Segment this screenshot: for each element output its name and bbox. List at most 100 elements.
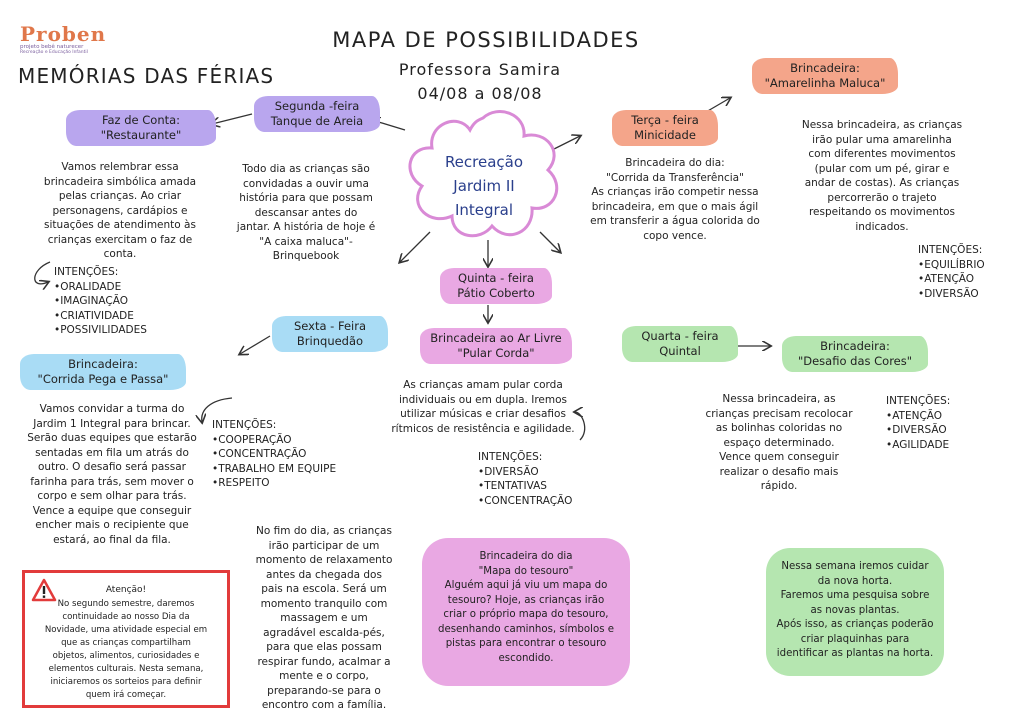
attention-box: Atenção! No segundo semestre, daremos co…	[22, 570, 230, 708]
text-line: respirar fundo, acalmar a	[257, 655, 391, 668]
pega-passa-intentions: INTENÇÕES: •COOPERAÇÃO •CONCENTRAÇÃO •TR…	[212, 418, 342, 491]
text-line: utilizar músicas e criar desafios	[400, 408, 566, 420]
intention-item: •ATENÇÃO	[918, 273, 975, 285]
text-line: irão pular uma amarelinha	[812, 133, 952, 146]
text-line: encontro com a família.	[261, 699, 387, 711]
thursday-place: Pátio Coberto	[457, 286, 535, 300]
text-line: objetos, alimentos, curiosidades e	[52, 651, 200, 661]
text-line: rápido.	[760, 480, 798, 492]
cores-name: "Desafio das Cores"	[797, 354, 913, 368]
intention-item: •ATENÇÃO	[886, 409, 943, 422]
amarelinha-tag: Brincadeira: "Amarelinha Maluca"	[752, 58, 898, 94]
text-line: convidadas a ouvir uma	[243, 177, 369, 190]
text-line: indicados.	[855, 220, 909, 233]
text-line: andar de costas). As crianças	[804, 177, 960, 189]
text-line: Faremos uma pesquisa sobre	[780, 590, 930, 601]
text-line: as novas plantas.	[810, 604, 900, 616]
intentions-title: INTENÇÕES:	[918, 244, 983, 256]
text-line: descansar antes do	[254, 206, 358, 219]
intentions-title: INTENÇÕES:	[886, 395, 951, 407]
text-line: Todo dia as crianças são	[242, 163, 370, 175]
text-line: Brincadeira do dia	[479, 551, 573, 562]
intention-item: •ORALIDADE	[54, 280, 122, 293]
warning-icon	[31, 578, 57, 602]
wednesday-place: Quintal	[659, 344, 701, 358]
intention-item: •DIVERSÃO	[918, 287, 979, 300]
intention-item: •DIVERSÃO	[478, 465, 539, 478]
text-line: Vamos convidar a turma do	[39, 403, 185, 415]
text-line: mente e o corpo,	[279, 670, 369, 682]
intention-item: •AGILIDADE	[886, 438, 950, 451]
text-line: rítmicos de resistência e agilidade.	[391, 422, 575, 435]
text-line: As crianças irão competir nessa	[591, 186, 759, 198]
text-line: "Corrida da Transferência"	[606, 171, 744, 184]
cores-text: Nessa brincadeira, as crianças precisam …	[694, 392, 864, 494]
text-line: copo vence.	[643, 229, 707, 242]
arrow-to-pega-passa	[240, 335, 271, 354]
text-line: sentadas em fila um atrás do	[35, 446, 189, 459]
faz-conta-intentions: INTENÇÕES: •ORALIDADE •IMAGINAÇÃO •CRIAT…	[54, 265, 184, 338]
page-title: MAPA DE POSSIBILIDADES	[332, 28, 640, 52]
intentions-title: INTENÇÕES:	[212, 419, 277, 431]
text-line: encher mais o recipiente que	[35, 519, 189, 531]
text-line: criar plaquinhas para	[800, 633, 910, 645]
wednesday-day: Quarta - feira	[641, 329, 719, 343]
arrow-curve-left	[34, 261, 50, 284]
text-line: conta.	[103, 248, 137, 260]
logo-tagline: projeto bebê naturecer	[20, 44, 84, 50]
intention-item: •DIVERSÃO	[886, 424, 947, 436]
text-line: crianças precisam recolocar	[705, 407, 853, 420]
intentions-title: INTENÇÕES:	[478, 451, 543, 463]
intention-item: •RESPEITO	[212, 477, 270, 489]
text-line: percorrerão o trajeto	[827, 191, 937, 204]
intention-item: •EQUILÍBRIO	[918, 258, 985, 271]
text-line: Vence quem conseguir	[719, 451, 839, 463]
treasure-text: Brincadeira do dia "Mapa do tesouro" Alg…	[426, 550, 626, 666]
text-line: criar o próprio mapa do tesouro,	[443, 609, 609, 620]
intention-item: •IMAGINAÇÃO	[54, 295, 129, 307]
logo-brand: Proben	[20, 22, 107, 46]
monday-tag: Segunda -feira Tanque de Areia	[254, 96, 380, 132]
cores-label: Brincadeira:	[820, 339, 890, 353]
text-line: Nessa semana iremos cuidar	[781, 561, 929, 572]
text-line: situações de atendimento às	[44, 219, 196, 231]
text-line: irão participar de um	[268, 539, 380, 552]
text-line: individuais ou em dupla. Iremos	[399, 393, 567, 406]
text-line: jantar. A história de hoje é	[236, 221, 376, 233]
faz-conta-name: "Restaurante"	[100, 128, 182, 142]
text-line: Jardim 1 Integral para brincar.	[33, 417, 191, 430]
text-line: com diferentes movimentos	[808, 148, 956, 160]
text-line: crianças exercitam o faz de	[47, 233, 193, 246]
treasure-box: Brincadeira do dia "Mapa do tesouro" Alg…	[422, 538, 630, 686]
text-line: (pular com um pé, girar e	[814, 162, 950, 175]
text-line: As crianças amam pular corda	[403, 379, 563, 391]
text-line: personagens, cardápios e	[52, 204, 188, 217]
intention-item: •CRIATIVIDADE	[54, 309, 134, 322]
ar-livre-name: "Pular Corda"	[457, 346, 535, 360]
text-line: elementos culturais. Nesta semana,	[48, 664, 204, 674]
text-line: espaço determinado.	[723, 436, 835, 449]
garden-text: Nessa semana iremos cuidar da nova horta…	[768, 560, 942, 662]
text-line: identificar as plantas na horta.	[776, 648, 934, 659]
logo: Proben projeto bebê naturecer Recreação …	[20, 22, 120, 55]
text-line: agradável escalda-pés,	[263, 626, 385, 639]
text-line: farinha para trás, sem mover o	[30, 475, 194, 488]
text-line: em transferir a água colorida do	[590, 215, 760, 227]
text-line: Nessa brincadeira, as crianças	[801, 119, 963, 131]
text-line: Novidade, uma atividade especial em	[44, 625, 208, 635]
intention-item: •CONCENTRAÇÃO	[478, 494, 573, 507]
monday-text: Todo dia as crianças são convidadas a ou…	[226, 162, 386, 264]
text-line: iniciaremos os sorteios para definir	[50, 677, 202, 687]
text-line: Serão duas equipes que estarão	[27, 432, 197, 444]
amarelinha-name: "Amarelinha Maluca"	[764, 76, 886, 90]
intentions-title: INTENÇÕES:	[54, 266, 119, 278]
text-line: preparando-se para o	[267, 684, 381, 697]
page-subtitle: MEMÓRIAS DAS FÉRIAS	[18, 64, 275, 88]
attention-title: Atenção!	[105, 585, 147, 595]
amarelinha-text: Nessa brincadeira, as crianças irão pula…	[792, 118, 972, 234]
text-line: No fim do dia, as crianças	[256, 525, 392, 537]
text-line: antes da chegada dos	[266, 568, 382, 581]
ar-livre-intentions: INTENÇÕES: •DIVERSÃO •TENTATIVAS •CONCEN…	[478, 450, 598, 508]
faz-conta-label: Faz de Conta:	[101, 113, 181, 127]
text-line: "A caixa maluca"-	[259, 235, 353, 248]
